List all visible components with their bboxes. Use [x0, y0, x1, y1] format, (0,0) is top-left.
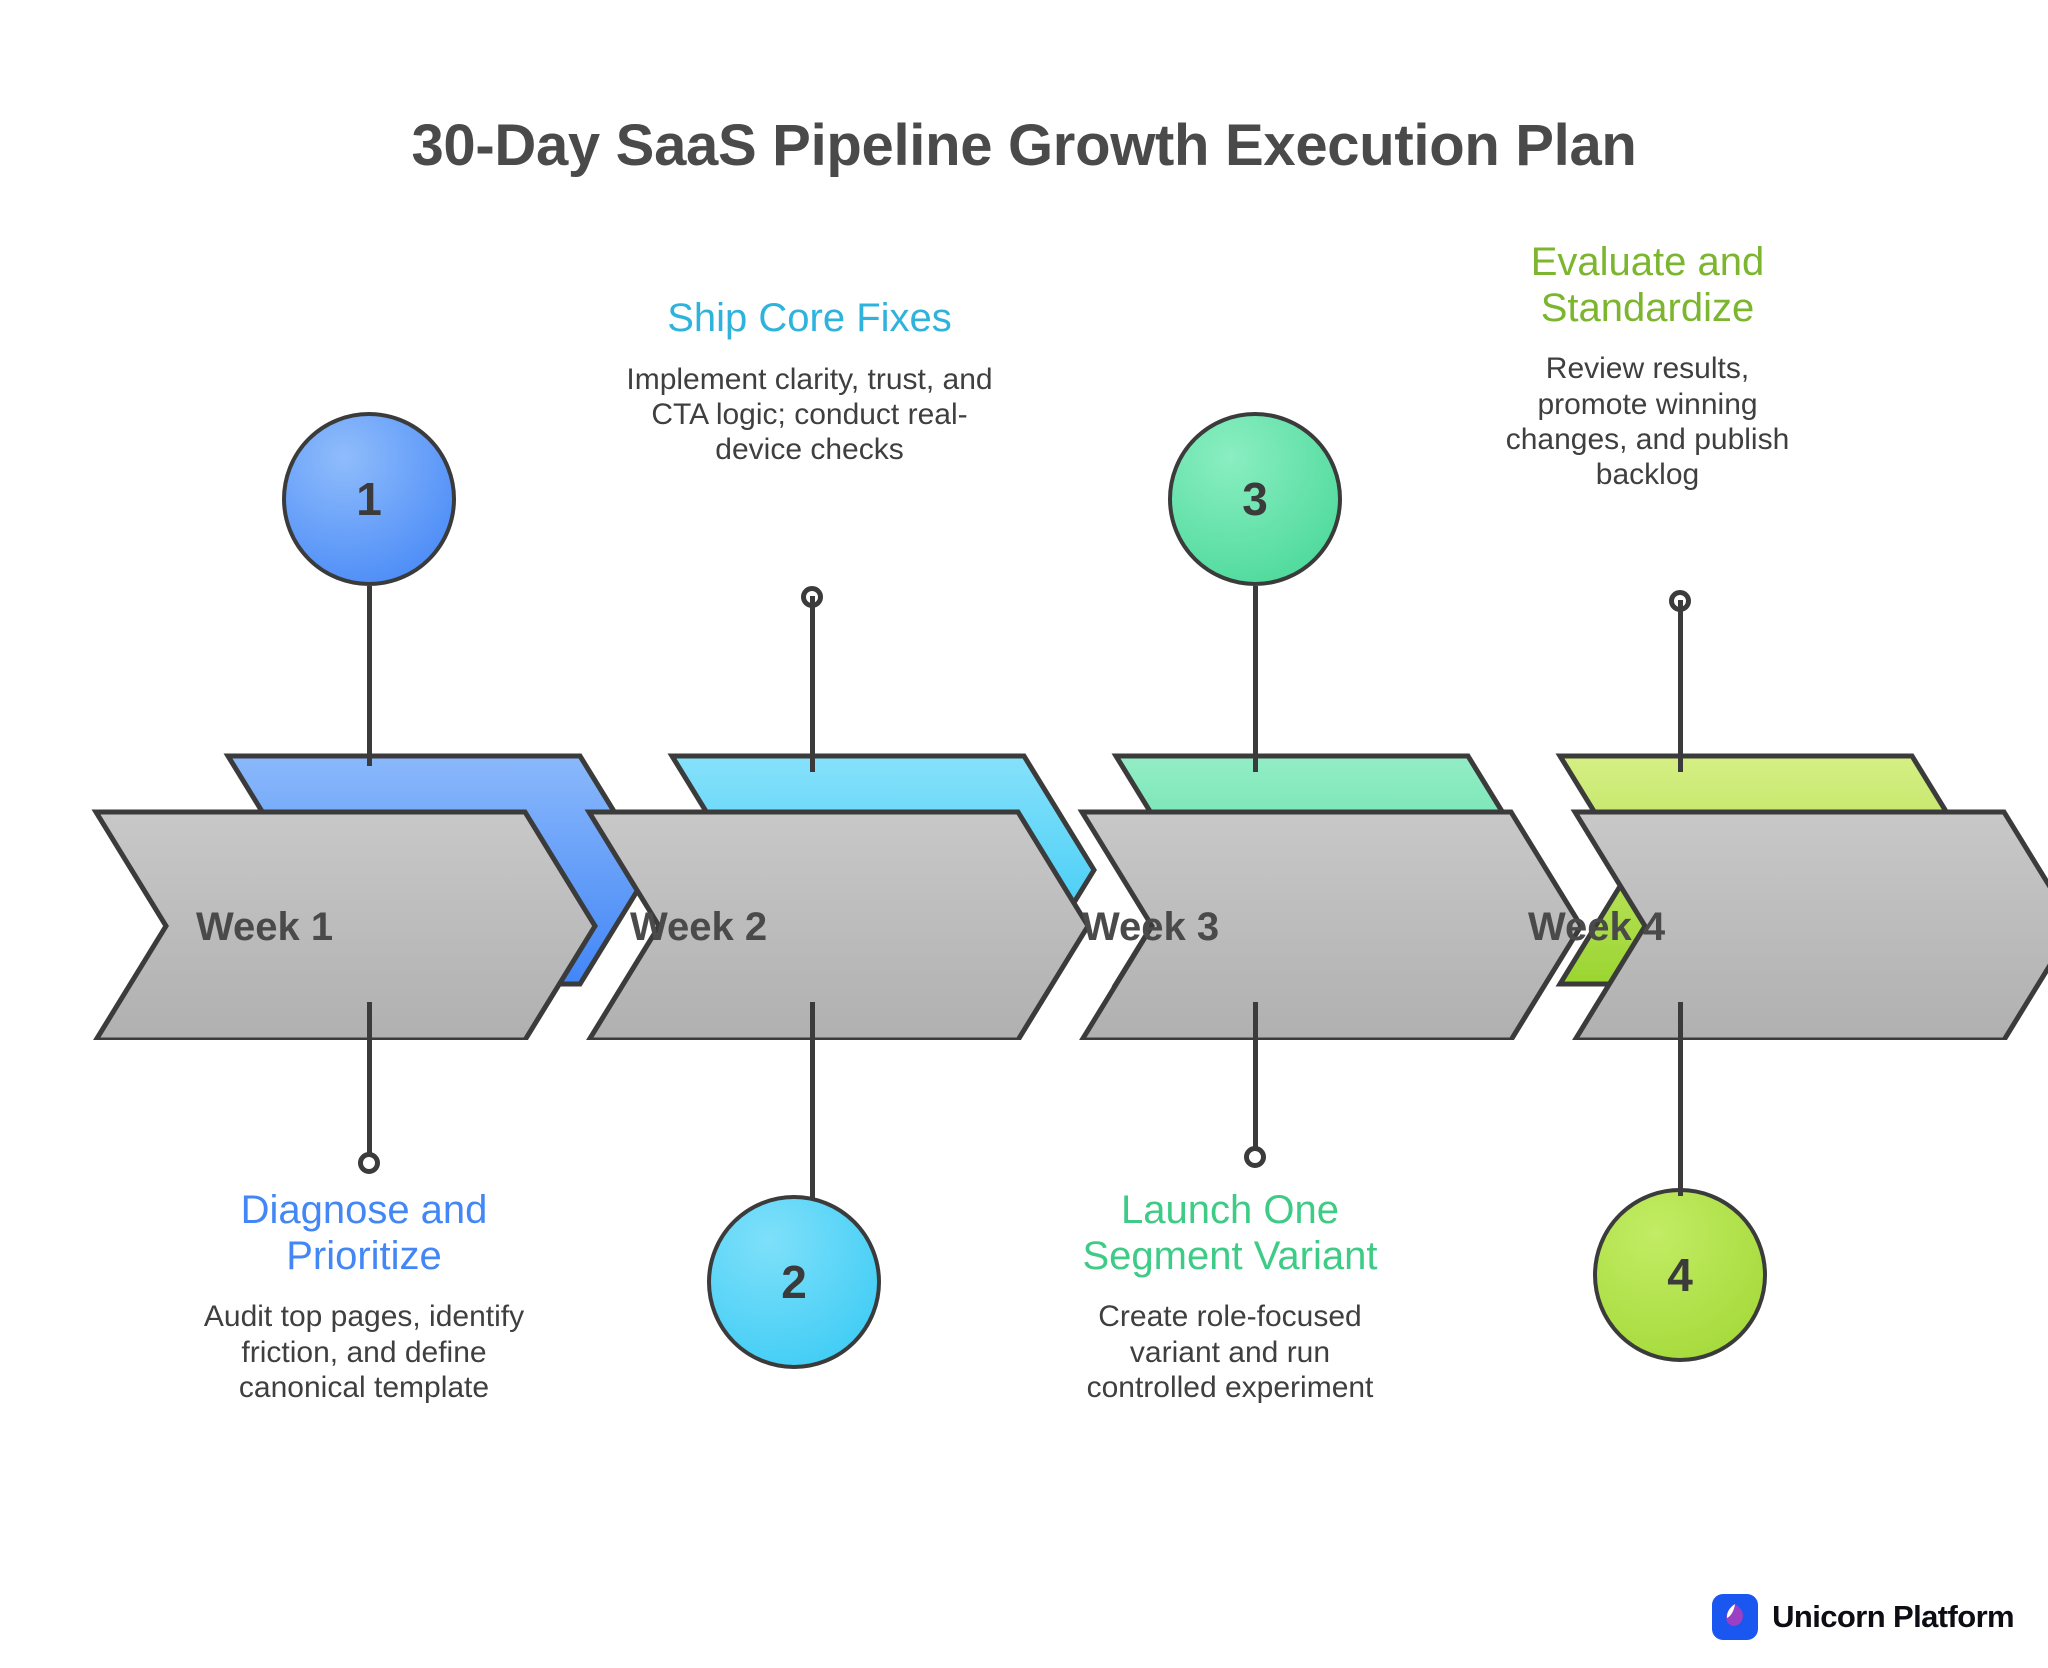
week-1-chevron — [91, 809, 598, 1040]
stage-1-number-circle-top[interactable]: 1 — [282, 412, 456, 586]
stage-4-title: Evaluate and Standardize — [1530, 240, 1765, 330]
stage-2-text-block: Ship Core Fixes Implement clarity, trust… — [612, 296, 1007, 468]
stage-3-title: Launch One Segment Variant — [1082, 1188, 1378, 1278]
stage-1-stem-upper — [367, 586, 372, 766]
week-4-label: Week 4 — [1528, 905, 1666, 949]
week-3-chevron — [1077, 809, 1584, 1040]
stage-4-stem-upper — [1678, 600, 1683, 772]
stage-3-number: 3 — [1242, 473, 1268, 525]
stage-2-stem-upper — [810, 596, 815, 772]
stage-1-description: Audit top pages, identify friction, and … — [203, 1300, 525, 1404]
stage-2-title: Ship Core Fixes — [667, 296, 952, 340]
week-3-label: Week 3 — [1082, 905, 1219, 949]
week-chevron-band: Week 1 Week 2 Week 3 Week 4 — [91, 753, 2048, 1040]
stage-1-number-circle[interactable]: 4 — [1593, 1188, 1767, 1362]
brand-logo[interactable]: Unicorn Platform — [1712, 1594, 2015, 1640]
droplet-icon — [1712, 1594, 1759, 1640]
stage-2-number: 2 — [781, 1256, 807, 1308]
stage-1-number: 1 — [356, 473, 382, 525]
stage-1-title: Diagnose and Prioritize — [240, 1188, 488, 1278]
stage-4-description: Review results, promote winning changes,… — [1505, 352, 1790, 492]
stage-3-stem-upper — [1253, 586, 1258, 772]
week-2-label: Week 2 — [630, 905, 767, 949]
stage-1-text-block: Diagnose and Prioritize Audit top pages,… — [196, 1188, 532, 1405]
stage-3-stem-lower — [1253, 1002, 1258, 1158]
stage-1-endpoint-dot — [358, 1152, 380, 1174]
stage-3-number-circle[interactable]: 3 — [1168, 412, 1342, 586]
stage-2-stem-lower — [810, 1002, 815, 1200]
page-title: 30-Day SaaS Pipeline Growth Execution Pl… — [411, 113, 1637, 178]
week-2-chevron — [584, 809, 1091, 1040]
stage-2-number-circle[interactable]: 2 — [707, 1195, 881, 1369]
stage-3-endpoint-dot — [1244, 1146, 1266, 1168]
brand-name: Unicorn Platform — [1772, 1599, 2014, 1634]
stage-2-description: Implement clarity, trust, and CTA logic;… — [626, 362, 993, 467]
stage-4-number: 4 — [1667, 1249, 1693, 1301]
stage-3-text-block: Launch One Segment Variant Create role-f… — [1080, 1188, 1380, 1405]
stage-1-stem-lower — [367, 1002, 372, 1170]
stage-3-description: Create role-focused variant and run cont… — [1086, 1300, 1374, 1404]
week-1-label: Week 1 — [196, 905, 333, 949]
stage-4-text-block: Evaluate and Standardize Review results,… — [1500, 240, 1795, 493]
week-4-chevron — [1570, 809, 2048, 1040]
stage-4-stem-lower — [1678, 1002, 1683, 1196]
